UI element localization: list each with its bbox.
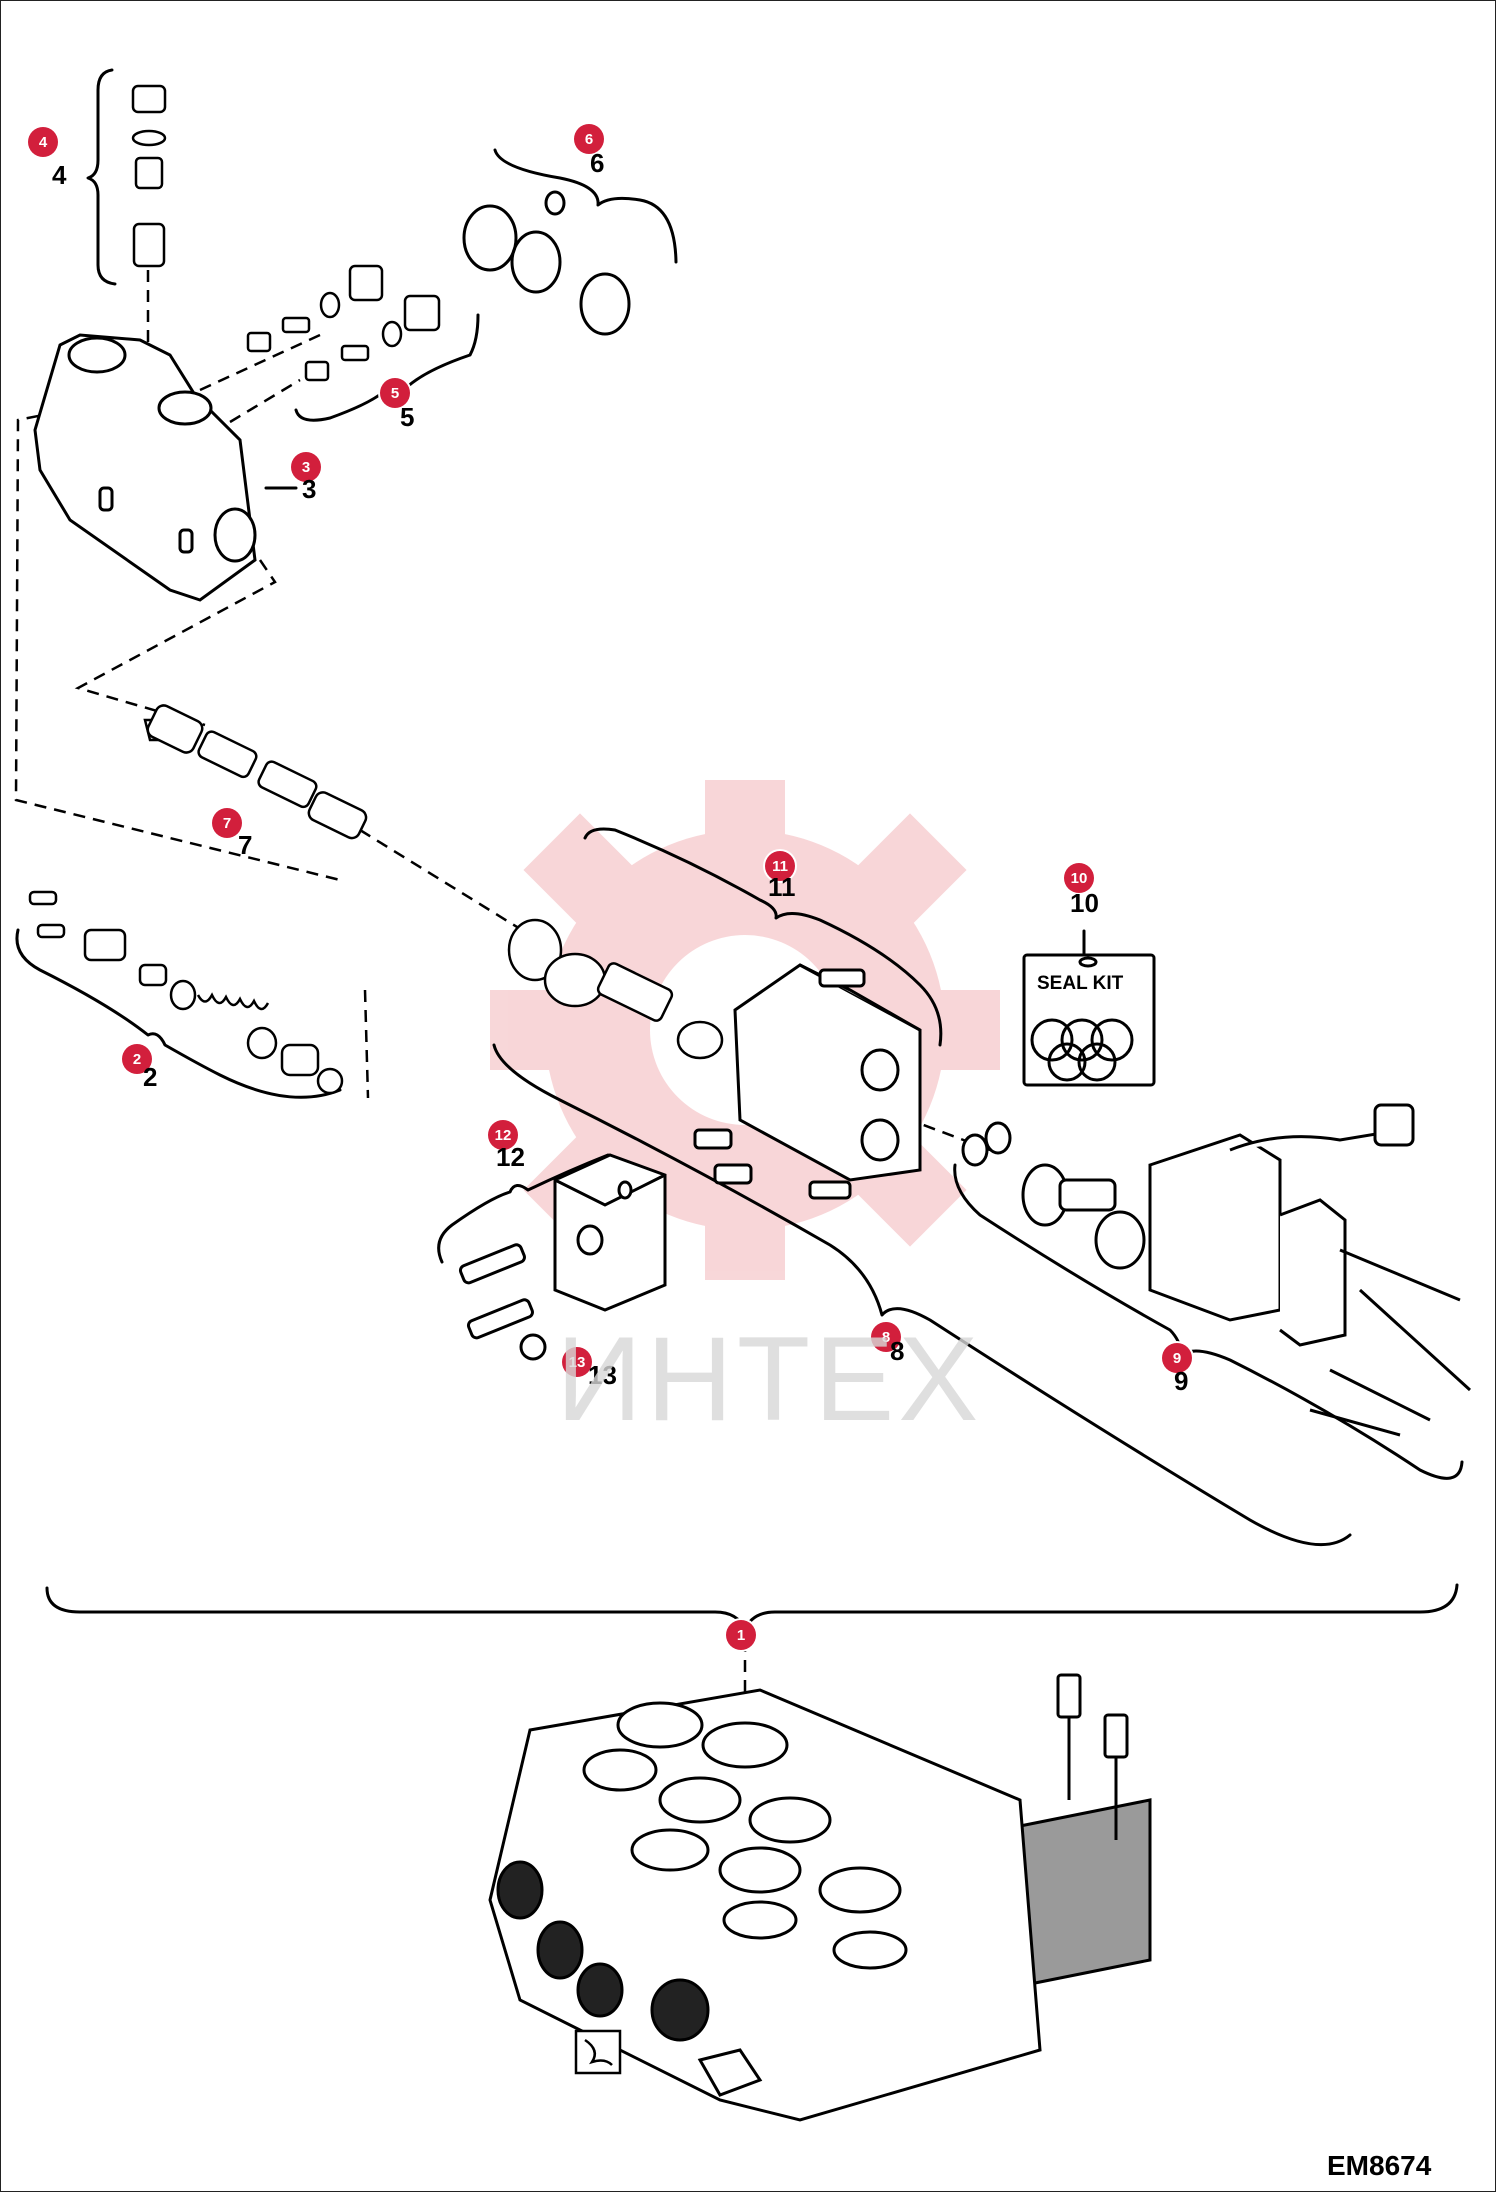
callout-13[interactable]: 13: [562, 1347, 592, 1377]
callout-3[interactable]: 3: [291, 452, 321, 482]
label-9: 9: [1174, 1366, 1189, 1396]
callout-7[interactable]: 7: [212, 808, 242, 838]
watermark-text: ИНТЕХ: [556, 1312, 983, 1446]
label-6: 6: [590, 148, 605, 178]
callout-2[interactable]: 2: [122, 1044, 152, 1074]
relief-valve-stack: [131, 84, 167, 268]
callout-6[interactable]: 6: [574, 124, 604, 154]
brace-12: [437, 1153, 610, 1264]
callout-9[interactable]: 9: [1162, 1343, 1192, 1373]
dash-spool-to-seal: [359, 828, 531, 937]
label-8: 8: [890, 1336, 905, 1366]
label-13: 13: [588, 1360, 617, 1390]
dash-body-to-5: [199, 333, 321, 392]
label-3: 3: [302, 474, 317, 504]
brace-11: [583, 827, 943, 1047]
drawing-code: EM8674: [1327, 2150, 1432, 2181]
callout-11[interactable]: 11: [765, 851, 795, 881]
callout-5[interactable]: 5: [380, 378, 410, 408]
brace-4: [86, 68, 117, 286]
label-2: 2: [143, 1062, 158, 1092]
callout-4[interactable]: 4: [28, 127, 58, 157]
solenoid-assembly-9: [961, 1103, 1472, 1437]
valve-assembly-1: [488, 1673, 1152, 2122]
label-7: 7: [238, 830, 253, 860]
label-11: 11: [768, 872, 796, 902]
callout-8[interactable]: 8: [871, 1322, 901, 1352]
brace-8: [492, 1043, 1352, 1547]
dash-bolt-group2: [363, 989, 370, 1099]
label-4: 4: [52, 160, 67, 190]
brace-1: [45, 1583, 1459, 1632]
brace-2: [15, 928, 342, 1099]
section-block-8: [693, 963, 922, 1200]
callout-1[interactable]: 1: [726, 1620, 756, 1650]
callout-10[interactable]: 10: [1064, 863, 1094, 893]
callout-12[interactable]: 12: [488, 1120, 518, 1150]
spring-cap-parts-2: [28, 890, 344, 1095]
spool-end-parts-11: [507, 918, 724, 1060]
seal-kit-label: SEAL KIT: [1037, 973, 1124, 994]
label-12: 12: [496, 1142, 525, 1172]
brace-6: [493, 148, 678, 264]
inlet-body-3: [33, 333, 257, 602]
label-5: 5: [400, 402, 415, 432]
o-ring-set-6: [462, 190, 631, 336]
assembly-symbol-icon: [574, 2029, 622, 2075]
check-valve-parts-5: [246, 264, 441, 382]
label-10: 10: [1070, 888, 1099, 918]
dash-block-to-9: [904, 1116, 991, 1152]
spool-7: [143, 704, 368, 840]
dash-body-to-5b: [229, 378, 301, 424]
cover-block-12: [458, 1153, 667, 1361]
seal-kit-box: [1022, 953, 1156, 1087]
